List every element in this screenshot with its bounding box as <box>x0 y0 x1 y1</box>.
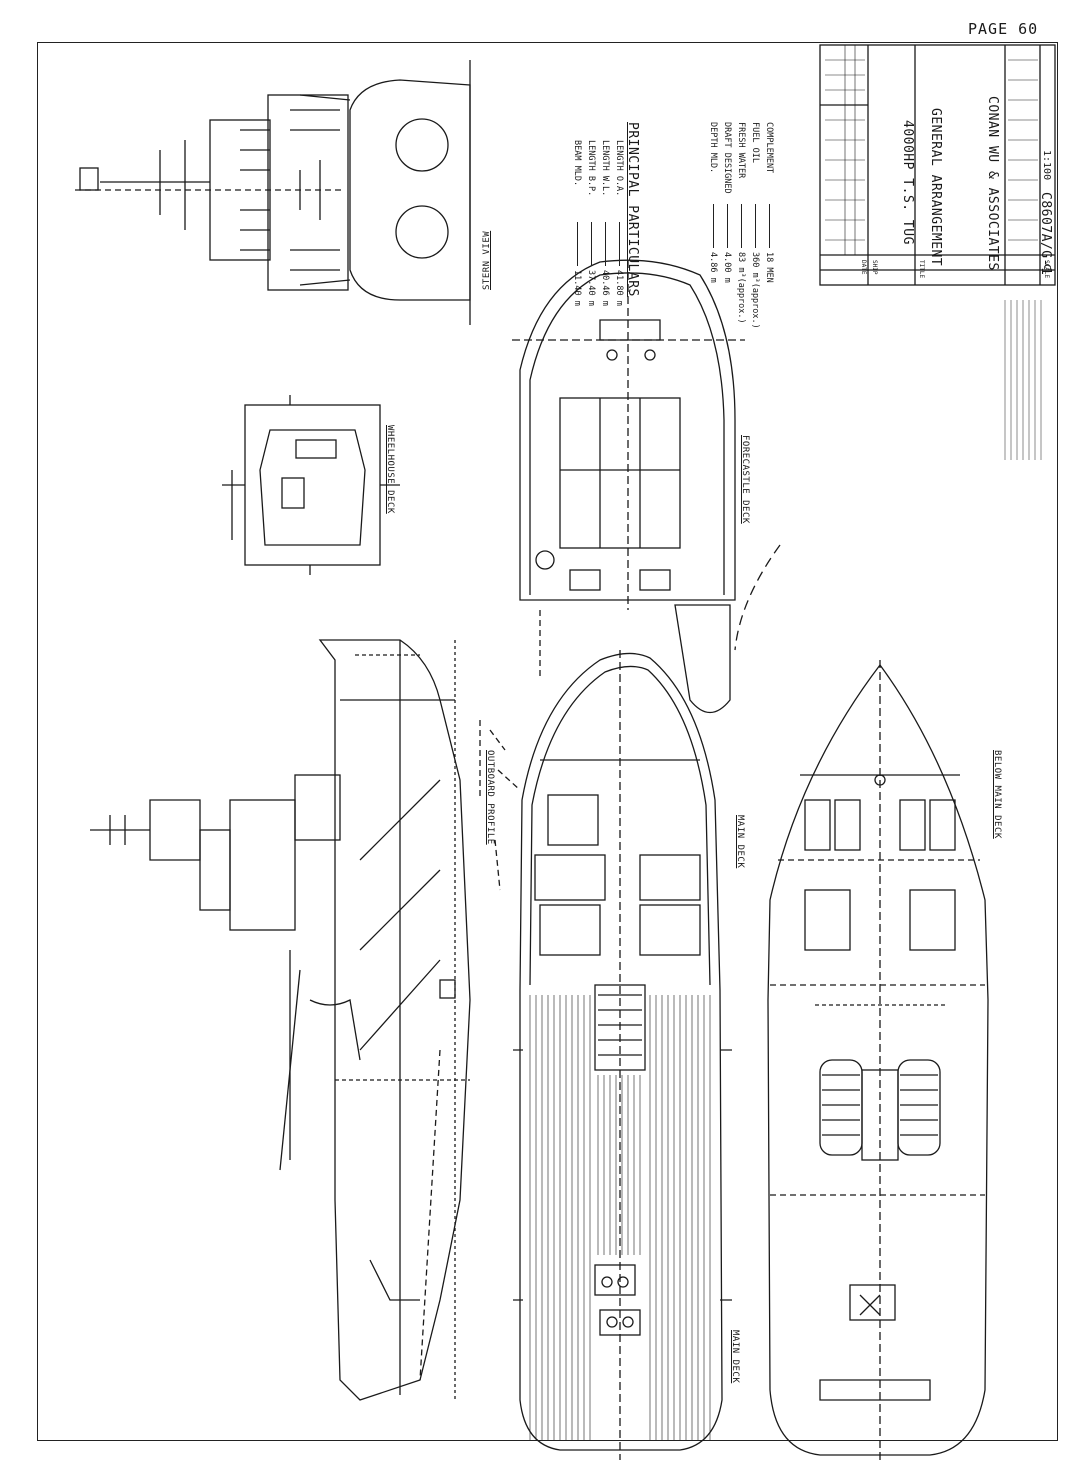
title-block-frame <box>819 44 1056 286</box>
particulars-value: 40.46 m <box>600 270 610 306</box>
label-main-deck-aft: MAIN DECK <box>730 1330 740 1384</box>
particulars-row: FUEL OIL 360 m³(approx.) <box>748 122 762 329</box>
drawing-title: GENERAL ARRANGEMENT <box>928 108 943 267</box>
particulars-label: FUEL OIL <box>750 122 760 163</box>
particulars-label: LENGTH O.A. <box>614 140 624 197</box>
particulars-value: 360 m³(approx.) <box>750 252 760 329</box>
label-forecastle-deck: FORECASTLE DECK <box>740 435 750 524</box>
particulars-value: 18 MEN <box>764 252 774 283</box>
particulars-value: 4.00 m <box>722 252 732 283</box>
particulars-label: LENGTH W.L. <box>600 140 610 197</box>
particulars-label: FRESH WATER <box>736 122 746 179</box>
particulars-row: LENGTH O.A. 41.80 m <box>612 140 626 306</box>
stern-view-drawing <box>75 60 471 325</box>
particulars-row: BEAM MLD. 11.40 m <box>570 140 584 306</box>
field-label-ship: SHIP <box>871 260 878 275</box>
particulars-label: DEPTH MLD. <box>708 122 718 174</box>
below-main-deck-drawing <box>767 660 989 1460</box>
particulars-row: FRESH WATER 83 m³(approx.) <box>734 122 748 324</box>
principal-particulars-table: LENGTH O.A. 41.80 m <box>612 140 626 306</box>
principal-particulars-row-9: COMPLEMENT 18 MEN <box>762 122 776 283</box>
field-label-scale: SCALE <box>1043 260 1050 279</box>
particulars-value: 83 m³(approx.) <box>736 252 746 324</box>
field-label-title: TITLE <box>918 260 925 279</box>
principal-particulars-row-7: FRESH WATER 83 m³(approx.) <box>734 122 748 324</box>
label-below-main-deck: BELOW MAIN DECK <box>992 750 1002 839</box>
particulars-label: DRAFT DESIGNED <box>722 122 732 194</box>
particulars-label: LENGTH B.P. <box>586 140 596 197</box>
principal-particulars-row-6: DRAFT DESIGNED 4.00 m <box>720 122 734 283</box>
principal-particulars-row-2: LENGTH W.L. 40.46 m <box>598 140 612 306</box>
particulars-label: BEAM MLD. <box>572 140 582 187</box>
label-stern-view: STERN VIEW <box>482 230 492 290</box>
particulars-row: COMPLEMENT 18 MEN <box>762 122 776 283</box>
principal-particulars-title: PRINCIPAL PARTICULARS <box>625 122 640 297</box>
particulars-value: 37.40 m <box>586 270 596 306</box>
main-deck-drawing <box>513 650 732 1460</box>
principal-particulars-row-4: BEAM MLD. 11.40 m <box>570 140 584 306</box>
outboard-profile-callouts <box>479 720 521 891</box>
outboard-profile-drawing <box>90 639 471 1401</box>
wheelhouse-deck-drawing <box>222 395 400 575</box>
particulars-row: LENGTH W.L. 40.46 m <box>598 140 612 306</box>
firm-name: CONAN WU & ASSOCIATES <box>985 96 1000 271</box>
page-number: PAGE 60 <box>968 20 1039 38</box>
main-deck-hatching <box>529 995 711 1440</box>
particulars-row: LENGTH B.P. 37.40 m <box>584 140 598 306</box>
forecastle-deck-drawing <box>512 259 745 610</box>
principal-particulars-col-2: DEPTH MLD. 4.86 m <box>706 122 720 283</box>
rescue-boat-drawing <box>539 544 781 714</box>
particulars-row: DRAFT DESIGNED 4.00 m <box>720 122 734 283</box>
particulars-label: COMPLEMENT <box>764 122 774 174</box>
principal-particulars-row-3: LENGTH B.P. 37.40 m <box>584 140 598 306</box>
particulars-value: 11.40 m <box>572 270 582 306</box>
field-label-date: DATE <box>860 260 867 275</box>
vessel-title: 4000HP T.S. TUG <box>900 120 915 245</box>
label-wheelhouse-deck: WHEELHOUSE DECK <box>385 425 395 514</box>
particulars-value: 41.80 m <box>614 270 624 306</box>
title-block-revision-lines <box>825 59 1038 241</box>
principal-particulars-row-8: FUEL OIL 360 m³(approx.) <box>748 122 762 329</box>
scale-value: 1:100 <box>1041 150 1052 181</box>
notes-block-lines <box>1004 300 1042 460</box>
particulars-row: DEPTH MLD. 4.86 m <box>706 122 720 283</box>
label-main-deck: MAIN DECK <box>735 815 745 869</box>
principal-particulars: PRINCIPAL PARTICULARS <box>625 122 640 297</box>
drawing-border <box>37 42 1058 1441</box>
label-outboard-profile: OUTBOARD PROFILE <box>485 750 495 845</box>
particulars-value: 4.86 m <box>708 252 718 283</box>
